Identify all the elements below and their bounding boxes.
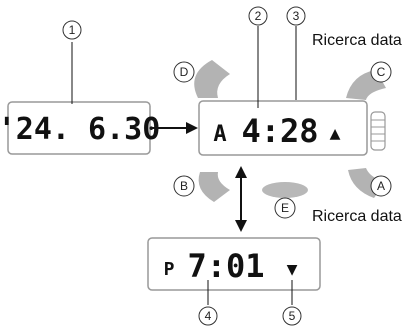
button-e-circle (274, 197, 296, 219)
bezel-upper-left (194, 60, 230, 98)
button-b-circle (173, 175, 195, 197)
crown (370, 111, 386, 151)
ricerca-data-label-bottom: Ricerca data (312, 208, 402, 225)
button-a-circle (370, 175, 392, 197)
bottom-lcd-time: 7:01 (187, 247, 264, 285)
button-e-letter: E (281, 201, 289, 215)
bezel-lower-left (198, 172, 230, 202)
button-d-circle (173, 61, 195, 83)
callout-2-circle (248, 6, 268, 26)
bottom-lcd-frame (147, 237, 321, 291)
ricerca-data-label-top: Ricerca data (312, 32, 402, 49)
callout-2: 2 (255, 9, 262, 23)
callout-4: 4 (205, 309, 212, 323)
bottom-lcd-indicator: P (164, 259, 175, 280)
main-lcd-time: 4:28 (241, 112, 318, 150)
arrow-head-right (186, 122, 198, 134)
callout-3-circle (286, 6, 306, 26)
main-lcd-symbol: ▲ (330, 123, 341, 144)
arrow-head-down (235, 220, 247, 232)
main-lcd-frame (198, 100, 368, 156)
button-b-letter: B (180, 179, 188, 193)
arrow-head-up (235, 166, 247, 178)
callout-5: 5 (289, 309, 296, 323)
callout-1-circle (62, 20, 82, 40)
main-lcd-indicator: A (213, 122, 226, 147)
callout-1: 1 (69, 23, 76, 37)
date-lcd-text: '24. 6.30 (0, 112, 160, 147)
button-e-oval (262, 182, 308, 198)
callout-5-circle (282, 306, 302, 326)
button-d-letter: D (180, 65, 189, 79)
button-a-letter: A (377, 179, 385, 193)
button-c-letter: C (377, 65, 386, 79)
callout-3: 3 (293, 9, 300, 23)
callout-4-circle (198, 306, 218, 326)
button-c-circle (370, 61, 392, 83)
bottom-lcd-symbol: ▼ (287, 259, 298, 280)
